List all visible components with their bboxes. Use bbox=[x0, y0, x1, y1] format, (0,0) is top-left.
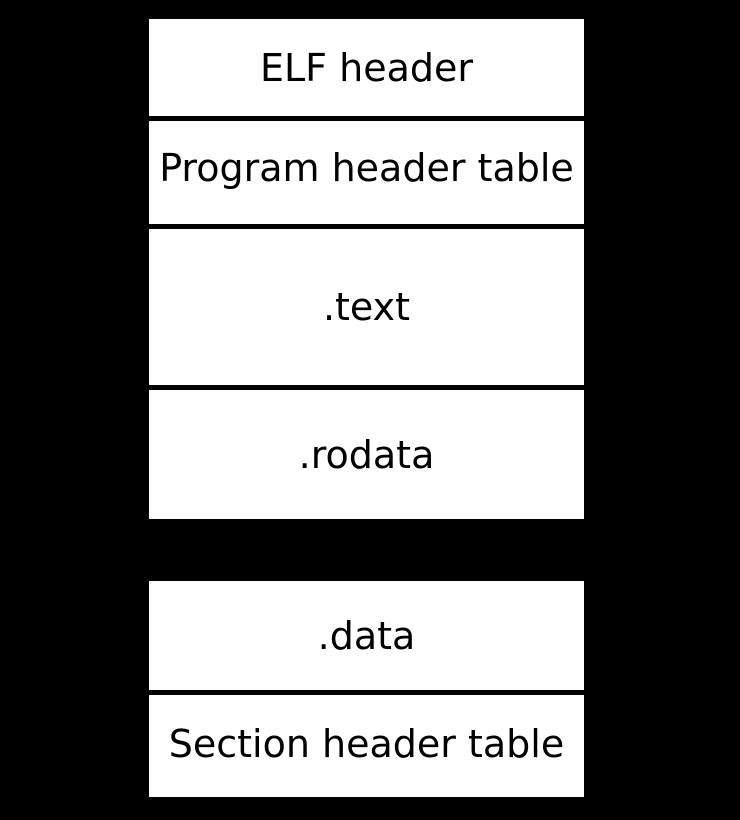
block-label-elf-header: ELF header bbox=[260, 45, 473, 90]
block-label-data-section: .data bbox=[317, 613, 416, 658]
block-elf-header: ELF header bbox=[149, 19, 584, 116]
block-program-header-table: Program header table bbox=[149, 121, 584, 224]
block-text-section: .text bbox=[149, 229, 584, 385]
block-label-program-header-table: Program header table bbox=[159, 146, 574, 190]
block-section-header-table: Section header table bbox=[149, 695, 584, 797]
block-rodata-section: .rodata bbox=[149, 390, 584, 519]
block-label-rodata-section: .rodata bbox=[298, 432, 435, 477]
block-label-section-header-table: Section header table bbox=[168, 722, 565, 766]
block-label-text-section: .text bbox=[322, 285, 411, 329]
block-data-section: .data bbox=[149, 581, 584, 690]
